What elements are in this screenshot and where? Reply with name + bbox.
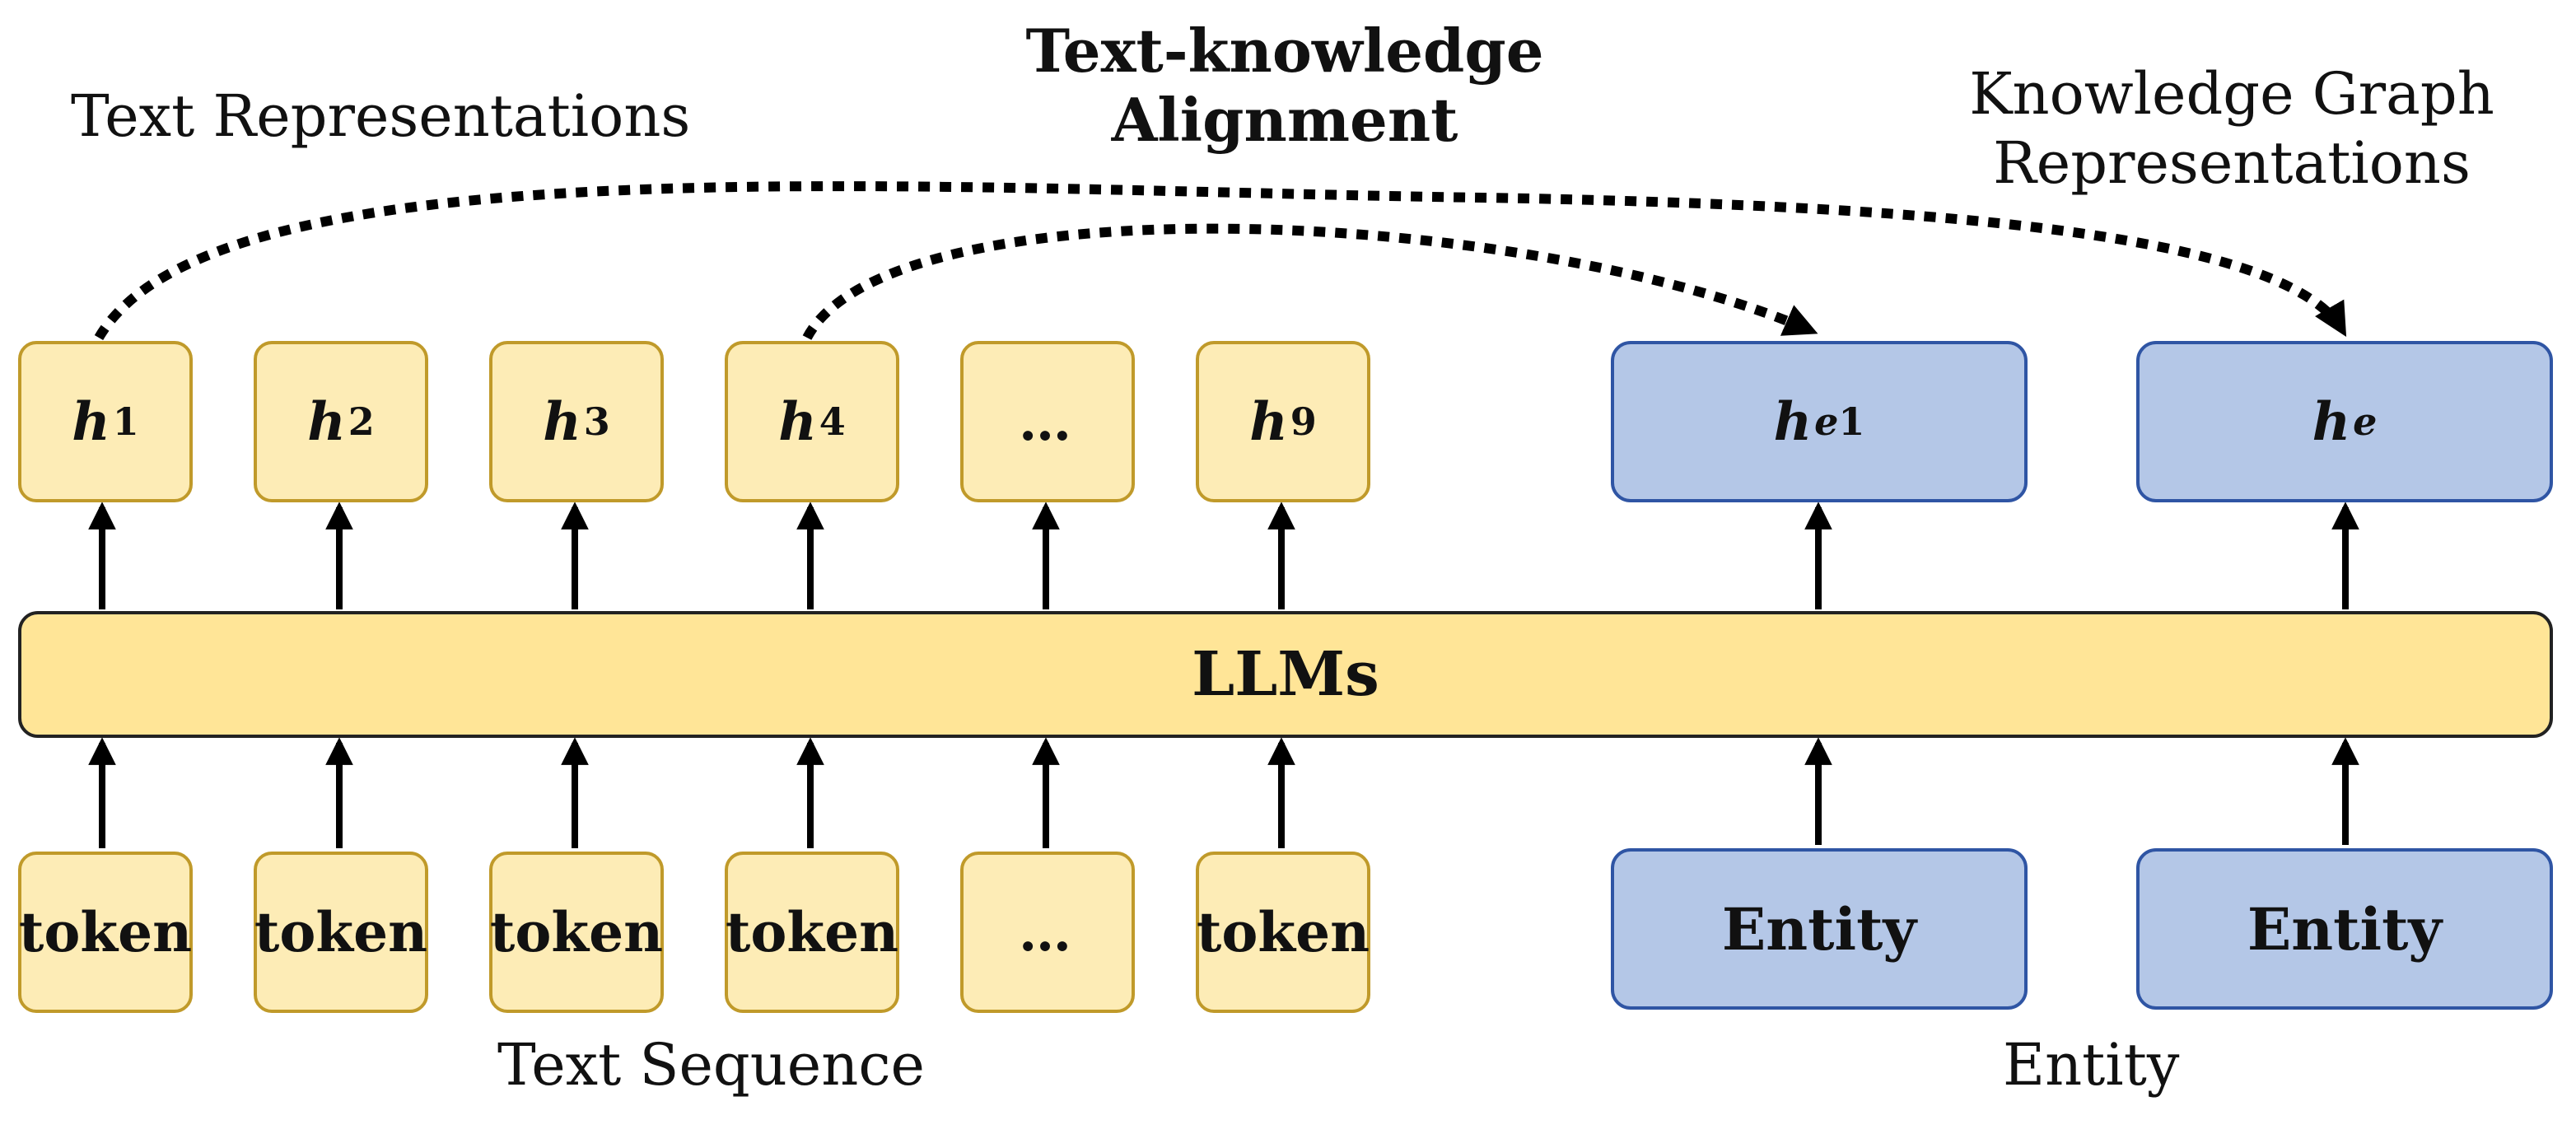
text-sequence-label: Text Sequence: [497, 1031, 925, 1099]
hidden-state-h2-base: h: [307, 390, 346, 453]
hidden-state-h9-sub: 9: [1290, 399, 1317, 444]
entity-box-2: Entity: [2136, 848, 2553, 1010]
hidden-state-h2-sub: 2: [348, 399, 375, 444]
alignment-arc-h4-to-he1: [802, 223, 1818, 340]
alignment-arc-h1-to-he: [94, 181, 2348, 341]
token-box-4: token: [725, 852, 899, 1013]
alignment-title: Text-knowledge Alignment: [972, 16, 1598, 154]
kg-state-he-base: h: [2312, 390, 2351, 453]
hidden-state-h1-base: h: [72, 390, 110, 453]
kg-state-he1-sub: e1: [1814, 399, 1864, 444]
token-box-ellipsis: …: [960, 852, 1135, 1013]
kg-representations-label: Knowledge Graph Representations: [1894, 59, 2569, 198]
hidden-state-h3-base: h: [543, 390, 581, 453]
kg-representations-line1: Knowledge Graph: [1969, 60, 2494, 128]
kg-state-he1-sub-e: e: [1814, 399, 1839, 444]
token-input-arrows: [88, 737, 2359, 848]
token-box-1: token: [18, 852, 193, 1013]
entity-box-1: Entity: [1611, 848, 2028, 1010]
hidden-state-h9-base: h: [1249, 390, 1288, 453]
alignment-title-line1: Text-knowledge: [1025, 16, 1544, 86]
hidden-state-h3-sub: 3: [583, 399, 610, 444]
kg-state-he-sub-e: e: [2353, 399, 2378, 444]
kg-state-he1-base: h: [1773, 390, 1813, 453]
hidden-state-ellipsis: …: [960, 341, 1135, 502]
kg-state-he1-sub-num: 1: [1838, 399, 1865, 444]
hidden-state-h4-sub: 4: [819, 399, 846, 444]
alignment-title-line2: Alignment: [1111, 84, 1458, 155]
llms-block: LLMs: [18, 611, 2553, 738]
entity-caption: Entity: [2003, 1031, 2180, 1099]
token-box-2: token: [254, 852, 428, 1013]
text-representations-label: Text Representations: [71, 82, 691, 150]
hidden-state-h4-base: h: [778, 390, 817, 453]
output-arrows: [88, 502, 2359, 609]
token-box-3: token: [489, 852, 664, 1013]
kg-state-he-sub: e: [2353, 399, 2377, 444]
hidden-state-h1-sub: 1: [112, 399, 139, 444]
token-box-6: token: [1196, 852, 1370, 1013]
hidden-state-ellipsis-text: …: [1019, 390, 1076, 453]
kg-representations-line2: Representations: [1993, 129, 2471, 197]
